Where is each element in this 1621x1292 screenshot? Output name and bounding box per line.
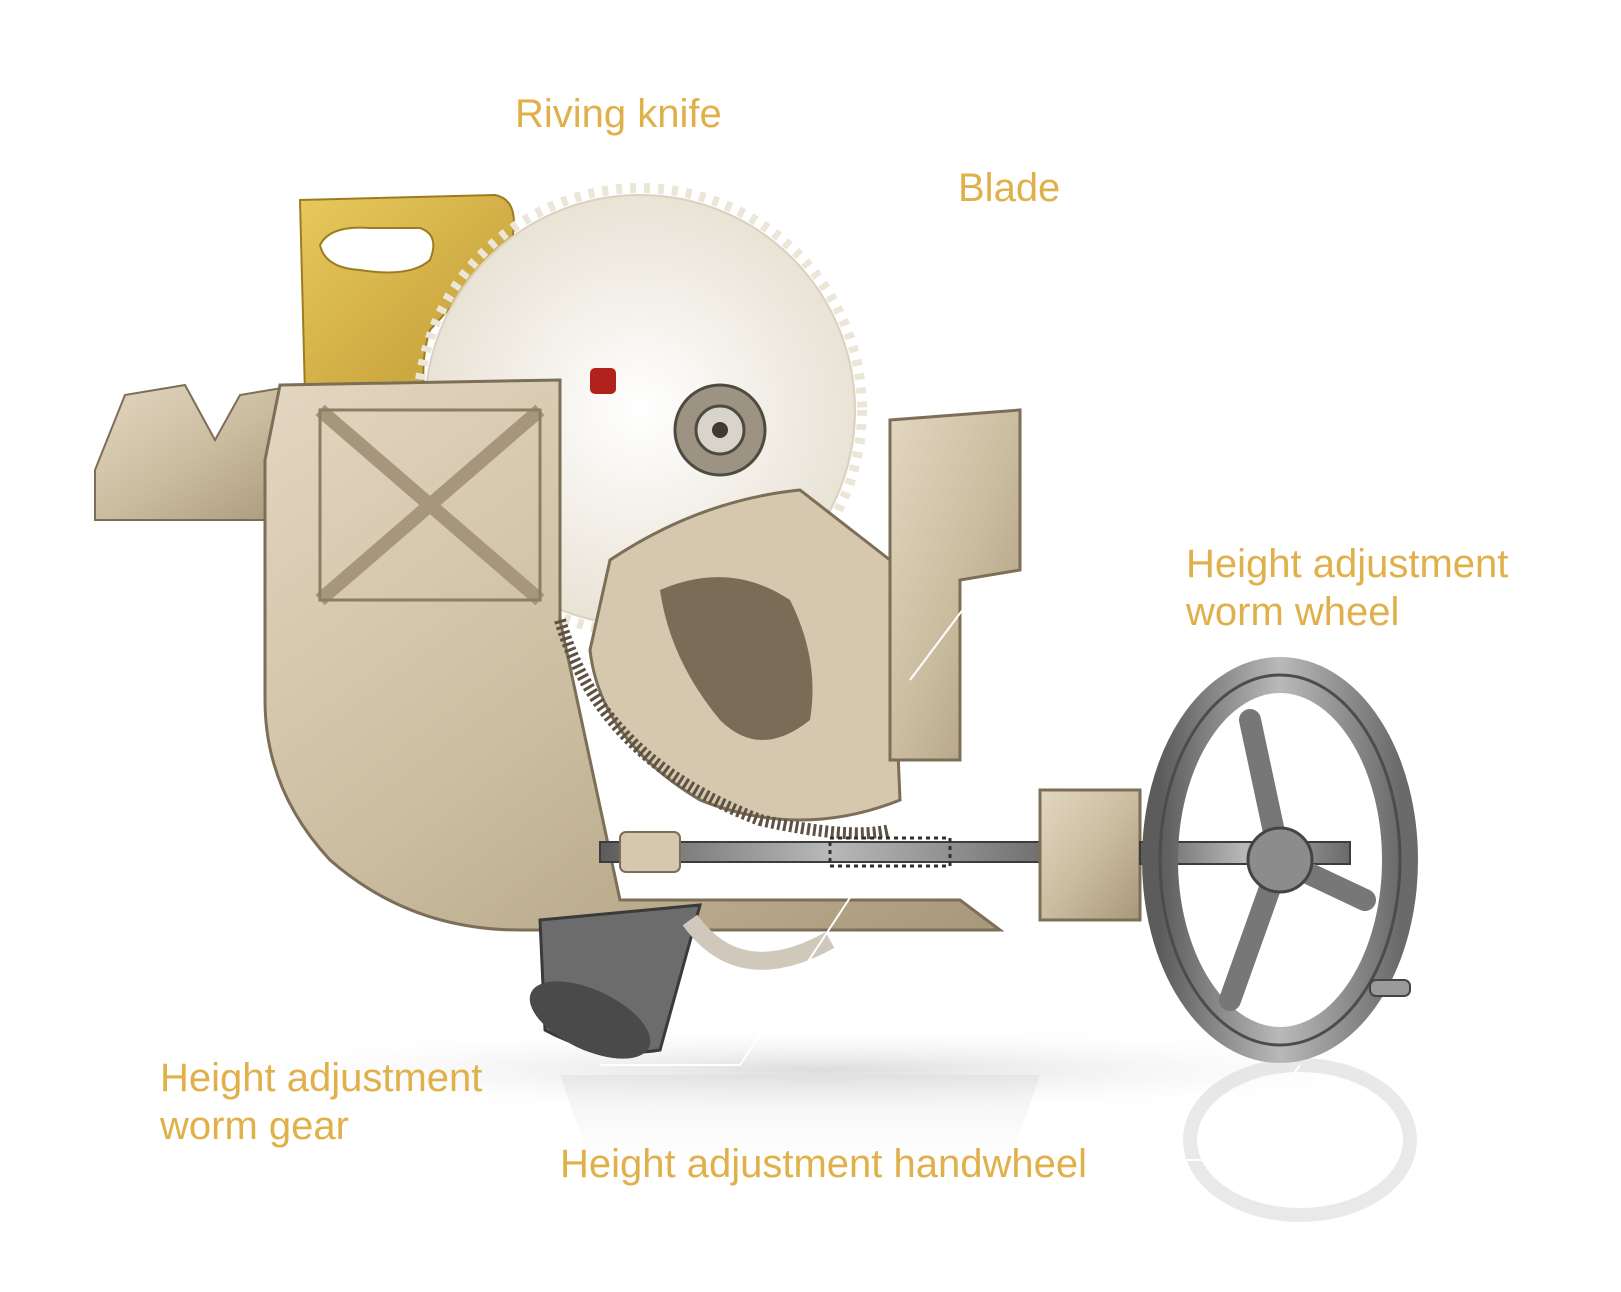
label-height-adjustment-handwheel: Height adjustment handwheel: [560, 1142, 1088, 1186]
body-reflection: [560, 1075, 1040, 1190]
lower-blade-arc: [682, 914, 835, 970]
riving-knife-slot: [318, 226, 435, 274]
shaft-collar: [619, 831, 681, 873]
label-blade: Blade: [958, 166, 1061, 210]
label-height-adjustment-worm-wheel: Height adjustment worm wheel: [1186, 540, 1508, 636]
label-line: Height adjustment: [160, 1056, 483, 1100]
floor-shadow: [170, 1024, 1470, 1116]
housing-inner-panel: [318, 408, 542, 602]
leader-handwheel: [1180, 1064, 1301, 1161]
handwheel: [1142, 657, 1418, 1063]
right-bracket: [888, 408, 1022, 762]
worm-wheel-teeth: [554, 618, 892, 840]
label-height-adjustment-worm-gear: Height adjustment worm gear: [160, 1054, 482, 1150]
leader-worm-gear: [600, 889, 856, 1066]
rear-rail-left: [94, 383, 301, 521]
leader-worm-wheel: [909, 579, 986, 681]
worm-thread: [828, 836, 952, 868]
label-line: Height adjustment: [1186, 542, 1509, 586]
arbor-hub: [673, 383, 767, 477]
shaft-bracket: [1038, 788, 1142, 922]
sector-plate-opening: [660, 577, 813, 740]
red-stop-button: [590, 368, 616, 394]
label-riving-knife: Riving knife: [515, 92, 722, 136]
dust-port-mouth: [529, 981, 651, 1059]
housing-rib-x: [315, 404, 545, 606]
label-line: worm gear: [160, 1104, 349, 1148]
label-line: worm wheel: [1186, 590, 1400, 634]
